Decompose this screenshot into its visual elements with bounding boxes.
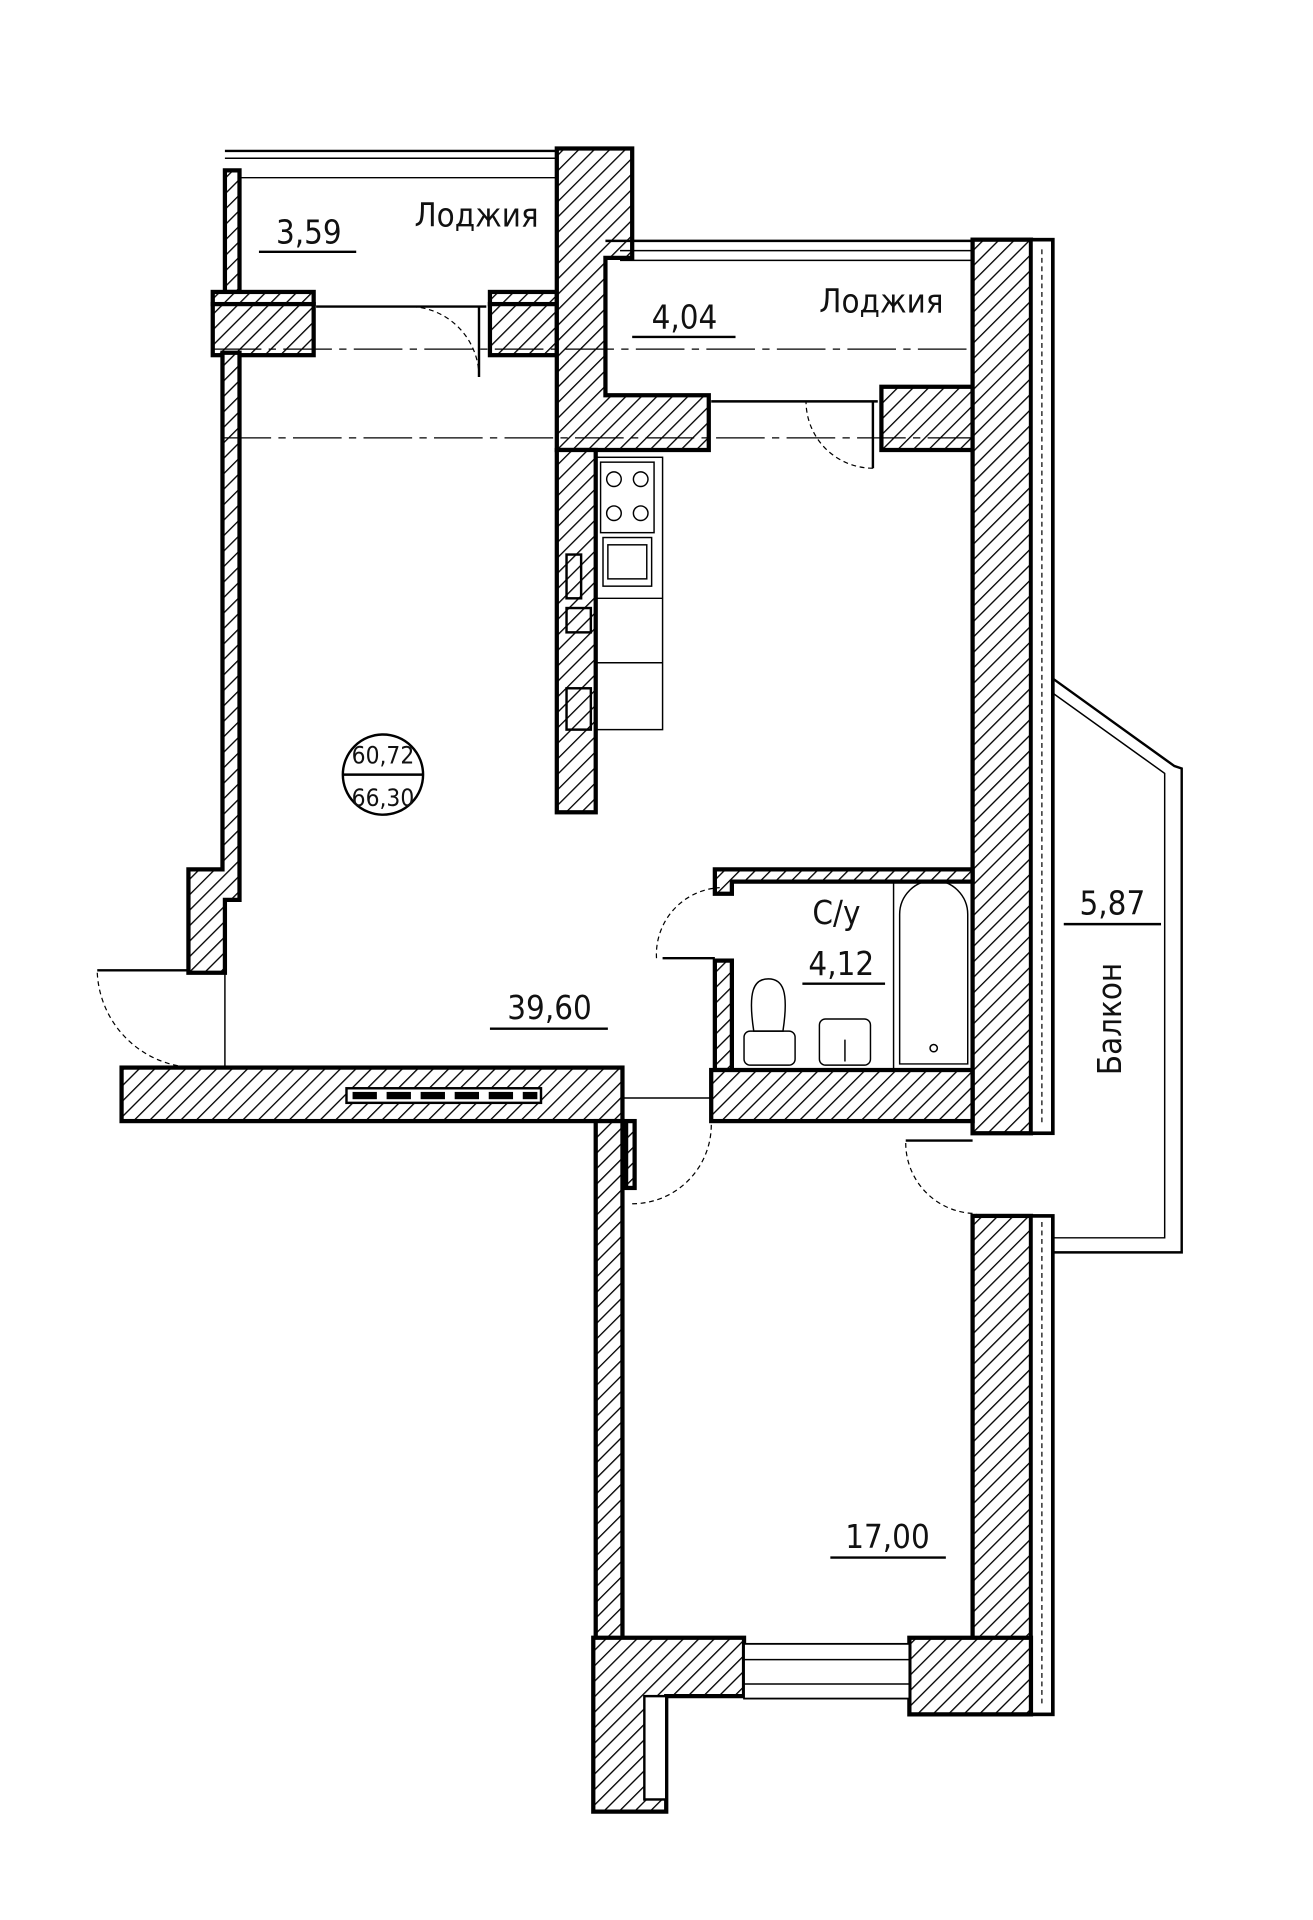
- room-area-bedroom: 17,00: [845, 1518, 929, 1556]
- room-area-balcony: 5,87: [1080, 884, 1146, 922]
- room-area-loggia-2: 4,04: [652, 298, 718, 336]
- area-total-badge: 60,72 66,30: [341, 733, 425, 816]
- bedroom-walls: [591, 1118, 1034, 1814]
- room-area-bathroom: 4,12: [808, 945, 874, 983]
- bathroom: [655, 867, 975, 1124]
- area-total: 66,30: [352, 783, 415, 812]
- exterior-wall-right: [970, 237, 1034, 1136]
- room-name-bathroom: С/у: [812, 894, 860, 932]
- wall: [554, 146, 711, 453]
- balcony: [1052, 677, 1183, 1254]
- room-area-living: 39,60: [507, 989, 591, 1027]
- exterior-wall-left: [186, 350, 242, 975]
- loggia-2: [605, 239, 983, 469]
- kitchen-units: [565, 456, 664, 731]
- area-living: 60,72: [352, 741, 415, 770]
- loggia-1: [210, 149, 559, 378]
- vent-blocks: [345, 1087, 543, 1105]
- room-name-loggia-2: Лоджия: [819, 283, 943, 321]
- room-name-balcony: Балкон: [1091, 963, 1129, 1075]
- room-area-loggia-1: 3,59: [276, 213, 342, 251]
- room-name-loggia-1: Лоджия: [414, 196, 538, 234]
